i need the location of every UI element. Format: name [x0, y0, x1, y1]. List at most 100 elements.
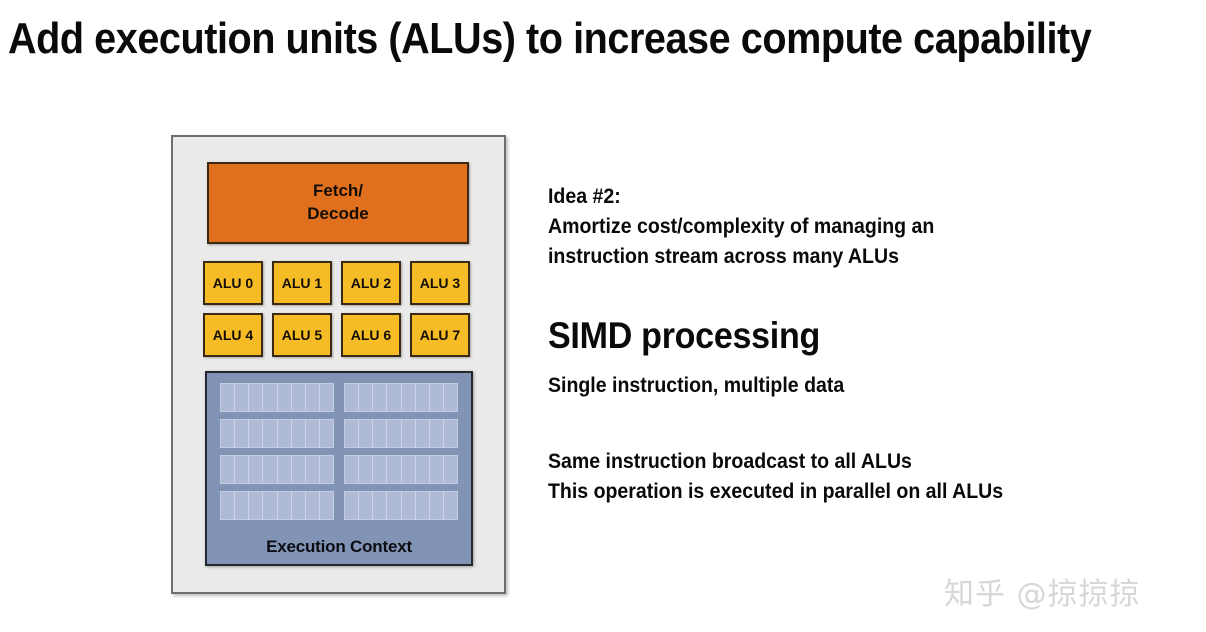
- register-block: [344, 419, 458, 448]
- alu-unit-1: ALU 1: [272, 261, 332, 305]
- register-cell: [359, 456, 374, 483]
- register-cell: [387, 420, 402, 447]
- register-block: [344, 491, 458, 520]
- register-cell: [345, 384, 360, 411]
- register-cell: [444, 420, 457, 447]
- alu-unit-3: ALU 3: [410, 261, 470, 305]
- alu-unit-7: ALU 7: [410, 313, 470, 357]
- register-cell: [320, 384, 333, 411]
- alu-unit-5: ALU 5: [272, 313, 332, 357]
- broadcast-notes: Same instruction broadcast to all ALUs T…: [548, 447, 1168, 507]
- register-cell: [278, 456, 292, 483]
- register-cell: [235, 420, 250, 447]
- broadcast-line-2: This operation is executed in parallel o…: [548, 480, 1004, 504]
- register-cell: [430, 420, 444, 447]
- register-block: [220, 383, 334, 412]
- alu-unit-4: ALU 4: [203, 313, 263, 357]
- register-cell: [263, 492, 278, 519]
- fetch-decode-label-line1: Fetch/: [312, 181, 364, 201]
- register-cell: [292, 492, 306, 519]
- alu-label: ALU 7: [419, 327, 461, 343]
- alu-label: ALU 0: [212, 275, 254, 291]
- alu-label: ALU 2: [350, 275, 392, 291]
- register-cell: [373, 384, 388, 411]
- register-block: [220, 455, 334, 484]
- register-cell: [416, 492, 430, 519]
- idea-line-2: instruction stream across many ALUs: [548, 244, 899, 268]
- register-block: [220, 419, 334, 448]
- register-block: [344, 455, 458, 484]
- processor-core-diagram: Fetch/ Decode ALU 0 ALU 1 ALU 2 ALU 3 AL…: [171, 135, 506, 594]
- fetch-decode-label-line2: Decode: [307, 204, 369, 223]
- register-cell: [402, 456, 416, 483]
- broadcast-line-1: Same instruction broadcast to all ALUs: [548, 450, 912, 474]
- register-block: [344, 383, 458, 412]
- register-cell: [444, 492, 457, 519]
- alu-unit-2: ALU 2: [341, 261, 401, 305]
- watermark: 知乎 @掠掠掠: [944, 577, 1141, 612]
- alu-unit-0: ALU 0: [203, 261, 263, 305]
- simd-subtitle: Single instruction, multiple data: [548, 374, 845, 398]
- register-cell: [430, 384, 444, 411]
- register-cell: [235, 384, 250, 411]
- register-cell: [221, 492, 236, 519]
- register-cell: [306, 420, 320, 447]
- register-cell: [430, 456, 444, 483]
- alu-label: ALU 5: [281, 327, 323, 343]
- register-cell: [416, 384, 430, 411]
- execution-context-label: Execution Context: [266, 537, 412, 556]
- register-cell: [402, 384, 416, 411]
- register-cell: [373, 492, 388, 519]
- register-cell: [387, 456, 402, 483]
- register-cell: [249, 420, 264, 447]
- execution-context-unit: Execution Context: [205, 371, 473, 566]
- register-cell: [402, 420, 416, 447]
- register-cell: [235, 456, 250, 483]
- register-cell: [359, 420, 374, 447]
- register-cell: [345, 420, 360, 447]
- register-cell: [306, 456, 320, 483]
- register-cell: [292, 420, 306, 447]
- register-cell: [306, 492, 320, 519]
- register-cell: [416, 456, 430, 483]
- register-cell: [249, 492, 264, 519]
- alu-grid: ALU 0 ALU 1 ALU 2 ALU 3 ALU 4 ALU 5 ALU …: [203, 261, 475, 357]
- register-cell: [402, 492, 416, 519]
- register-cell: [373, 456, 388, 483]
- register-cell: [387, 384, 402, 411]
- register-cell: [416, 420, 430, 447]
- register-cell: [430, 492, 444, 519]
- register-cell: [221, 384, 236, 411]
- register-cell: [320, 456, 333, 483]
- notes-column: Idea #2: Amortize cost/complexity of man…: [548, 182, 1168, 507]
- register-cell: [249, 456, 264, 483]
- idea-line-1: Amortize cost/complexity of managing an: [548, 214, 935, 238]
- register-cell: [345, 456, 360, 483]
- alu-label: ALU 3: [419, 275, 461, 291]
- register-cell: [263, 420, 278, 447]
- register-file-grid: [220, 383, 458, 520]
- alu-label: ALU 6: [350, 327, 392, 343]
- alu-label: ALU 1: [281, 275, 323, 291]
- register-cell: [221, 420, 236, 447]
- register-cell: [292, 384, 306, 411]
- register-cell: [373, 420, 388, 447]
- register-cell: [292, 456, 306, 483]
- register-cell: [263, 456, 278, 483]
- register-cell: [359, 384, 374, 411]
- register-cell: [278, 420, 292, 447]
- register-cell: [345, 492, 360, 519]
- register-cell: [444, 384, 457, 411]
- register-cell: [320, 420, 333, 447]
- page-title: Add execution units (ALUs) to increase c…: [8, 14, 1092, 63]
- register-cell: [387, 492, 402, 519]
- register-cell: [278, 384, 292, 411]
- alu-label: ALU 4: [212, 327, 254, 343]
- register-block: [220, 491, 334, 520]
- register-cell: [235, 492, 250, 519]
- register-cell: [444, 456, 457, 483]
- register-cell: [263, 384, 278, 411]
- register-cell: [320, 492, 333, 519]
- fetch-decode-unit: Fetch/ Decode: [207, 162, 469, 244]
- register-cell: [359, 492, 374, 519]
